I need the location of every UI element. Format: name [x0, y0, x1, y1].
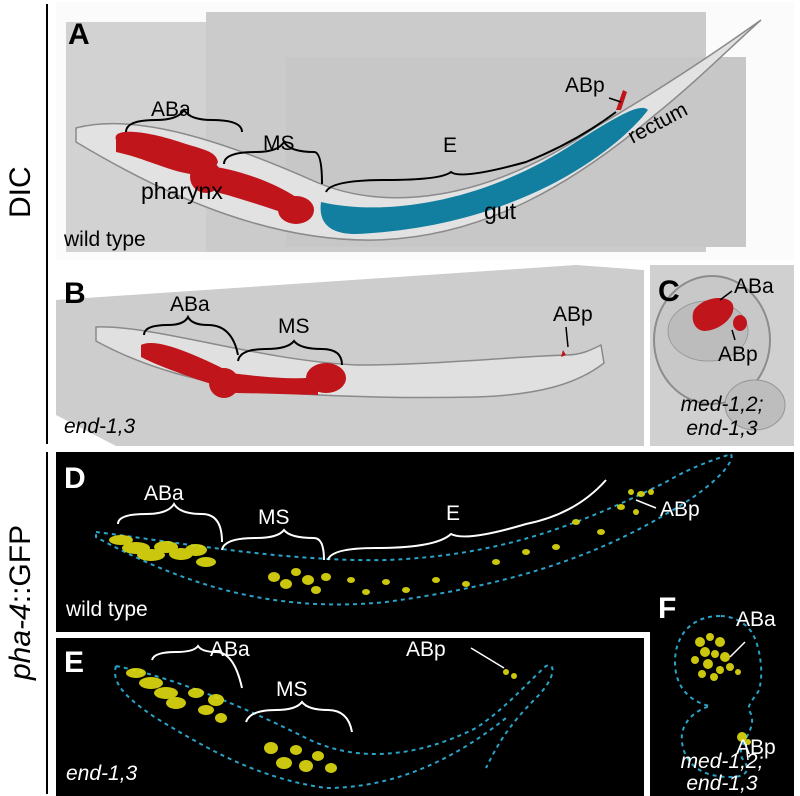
- genotype-d: wild type: [66, 598, 148, 621]
- label-abp: ABp: [660, 498, 700, 521]
- label-ms: MS: [276, 678, 308, 701]
- row-divider-gfp: [46, 452, 48, 794]
- nuclei: [691, 633, 751, 745]
- label-abp: ABp: [565, 74, 605, 97]
- gut-shape: [320, 107, 648, 234]
- genotype-f-line2: end-1,3: [686, 772, 758, 795]
- panel-letter-b: B: [64, 277, 86, 310]
- pointer-abp: [608, 97, 622, 103]
- pharynx-shape: [115, 131, 218, 175]
- panel-letter-e: E: [64, 646, 85, 679]
- genotype-f-line1: med-1,2;: [680, 750, 764, 773]
- pointer-aba: [729, 641, 746, 658]
- panel-letter-d: D: [64, 462, 86, 495]
- panel-e-image: [114, 644, 554, 790]
- pointer-abp: [565, 326, 569, 348]
- nuclei: [109, 489, 654, 595]
- label-e: E: [443, 134, 458, 157]
- row-divider-dic: [46, 4, 48, 444]
- label-aba: ABa: [144, 482, 184, 505]
- panel-a-image: [56, 2, 794, 260]
- brace-aba: [125, 108, 243, 133]
- panel-letter-c: C: [658, 275, 680, 308]
- pointer-abp: [470, 647, 505, 669]
- reporter-suffix: ::GFP: [4, 524, 37, 604]
- panel-f-image: [673, 614, 763, 779]
- label-ms: MS: [263, 132, 295, 155]
- pointer-abp: [635, 499, 657, 509]
- worm-outline: [95, 452, 733, 606]
- panel-b-image: [56, 265, 644, 446]
- label-aba: ABa: [734, 275, 774, 298]
- row-label-dic: DIC: [4, 166, 37, 218]
- panel-b: B ABa MS ABp end-1,3: [56, 265, 644, 446]
- brace-ms: [245, 700, 353, 733]
- label-ms: MS: [278, 315, 310, 338]
- label-abp: ABp: [406, 638, 446, 661]
- brace-ms: [223, 140, 323, 185]
- gene-name: pha-4: [4, 603, 37, 680]
- brace-aba: [151, 644, 243, 689]
- genotype-b: end-1,3: [64, 415, 136, 438]
- panel-d-image: [95, 452, 733, 606]
- panel-letter-a: A: [68, 18, 90, 51]
- label-aba: ABa: [151, 98, 191, 121]
- panel-e: E ABa MS ABp end-1,3: [56, 638, 644, 796]
- worm-outline: [114, 664, 554, 790]
- genotype-c-line2: end-1,3: [686, 417, 758, 440]
- genotype-c-line1: med-1,2;: [680, 393, 764, 416]
- genotype-a: wild type: [64, 228, 146, 251]
- panel-a: A ABa MS E ABp pharynx gut rectum wild t…: [56, 2, 794, 260]
- brace-ms: [221, 528, 325, 561]
- row-label-gfp: pha-4::GFP: [4, 525, 38, 680]
- brace-ms: [237, 339, 343, 366]
- brace-e: [325, 111, 617, 193]
- pointer-aba: [719, 290, 733, 301]
- brace-aba: [143, 314, 239, 356]
- brace-aba: [117, 502, 223, 543]
- pharynx-shape: [141, 343, 231, 390]
- label-gut: gut: [484, 198, 516, 224]
- label-e: E: [446, 502, 461, 525]
- pointer-abp: [745, 743, 749, 761]
- label-abp: ABp: [736, 736, 776, 759]
- label-abp: ABp: [718, 343, 758, 366]
- brace-e: [327, 479, 607, 561]
- panel-c: C ABa ABp med-1,2; end-1,3: [650, 265, 794, 446]
- panel-c-image: [650, 265, 794, 446]
- genotype-e: end-1,3: [66, 762, 138, 785]
- panel-letter-f: F: [658, 592, 677, 625]
- nuclei: [126, 668, 517, 773]
- label-pharynx: pharynx: [141, 178, 223, 204]
- label-aba: ABa: [736, 608, 776, 631]
- pharynx-shape: [692, 298, 734, 331]
- label-aba: ABa: [210, 638, 250, 661]
- label-ms: MS: [258, 506, 290, 529]
- rectum-shape: [616, 90, 627, 110]
- label-aba: ABa: [170, 293, 210, 316]
- panel-f: F ABa ABp med-1,2; end-1,3: [650, 582, 794, 796]
- abp-blob: [733, 315, 747, 331]
- label-abp: ABp: [553, 303, 593, 326]
- pointer-abp: [731, 329, 736, 341]
